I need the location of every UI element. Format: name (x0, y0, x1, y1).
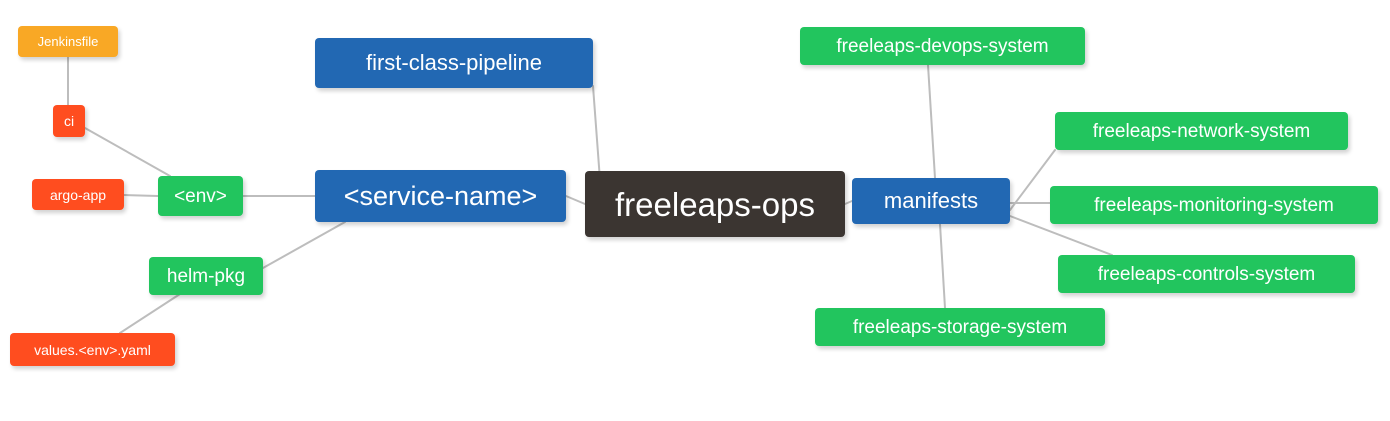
edge-env-to-ci (84, 127, 171, 177)
node-label-argo-app: argo-app (49, 186, 107, 203)
node-label-freeleaps-network-system: freeleaps-network-system (1092, 120, 1311, 142)
node-label-env: <env> (174, 185, 227, 207)
node-freeleaps-controls-system[interactable]: freeleaps-controls-system (1058, 255, 1355, 293)
node-manifests[interactable]: manifests (852, 178, 1010, 224)
node-label-manifests: manifests (883, 188, 979, 213)
edge-helm-pkg-to-values-env-yaml (119, 293, 181, 334)
node-label-service-name: <service-name> (343, 180, 538, 211)
node-freeleaps-monitoring-system[interactable]: freeleaps-monitoring-system (1050, 186, 1378, 224)
node-label-freeleaps-monitoring-system: freeleaps-monitoring-system (1094, 194, 1334, 216)
node-argo-app[interactable]: argo-app (32, 179, 124, 210)
edge-freeleaps-ops-to-service-name (565, 195, 586, 205)
node-label-first-class-pipeline: first-class-pipeline (365, 50, 543, 75)
node-freeleaps-network-system[interactable]: freeleaps-network-system (1055, 112, 1348, 150)
node-label-freeleaps-ops: freeleaps-ops (615, 185, 815, 223)
edge-manifests-to-freeleaps-network-system (1009, 149, 1056, 211)
edge-service-name-to-helm-pkg (262, 221, 346, 269)
edge-manifests-to-freeleaps-devops-system (927, 64, 936, 179)
node-label-ci: ci (63, 113, 75, 129)
node-jenkinsfile[interactable]: Jenkinsfile (18, 26, 118, 57)
node-values-env-yaml[interactable]: values.<env>.yaml (10, 333, 175, 366)
node-label-freeleaps-controls-system: freeleaps-controls-system (1097, 263, 1316, 285)
edge-freeleaps-ops-to-manifests (844, 200, 853, 205)
node-label-freeleaps-devops-system: freeleaps-devops-system (836, 35, 1049, 57)
node-label-values-env-yaml: values.<env>.yaml (34, 341, 151, 358)
node-first-class-pipeline[interactable]: first-class-pipeline (315, 38, 593, 88)
node-freeleaps-storage-system[interactable]: freeleaps-storage-system (815, 308, 1105, 346)
node-freeleaps-ops[interactable]: freeleaps-ops (585, 171, 845, 237)
node-label-freeleaps-storage-system: freeleaps-storage-system (852, 316, 1068, 338)
node-label-jenkinsfile: Jenkinsfile (37, 34, 99, 49)
edge-freeleaps-ops-to-first-class-pipeline (592, 85, 601, 181)
edge-manifests-to-freeleaps-storage-system (939, 223, 946, 309)
node-helm-pkg[interactable]: helm-pkg (149, 257, 263, 295)
node-ci[interactable]: ci (53, 105, 85, 137)
edge-env-to-argo-app (123, 194, 159, 197)
node-freeleaps-devops-system[interactable]: freeleaps-devops-system (800, 27, 1085, 65)
node-env[interactable]: <env> (158, 176, 243, 216)
node-label-helm-pkg: helm-pkg (166, 265, 246, 287)
node-service-name[interactable]: <service-name> (315, 170, 566, 222)
